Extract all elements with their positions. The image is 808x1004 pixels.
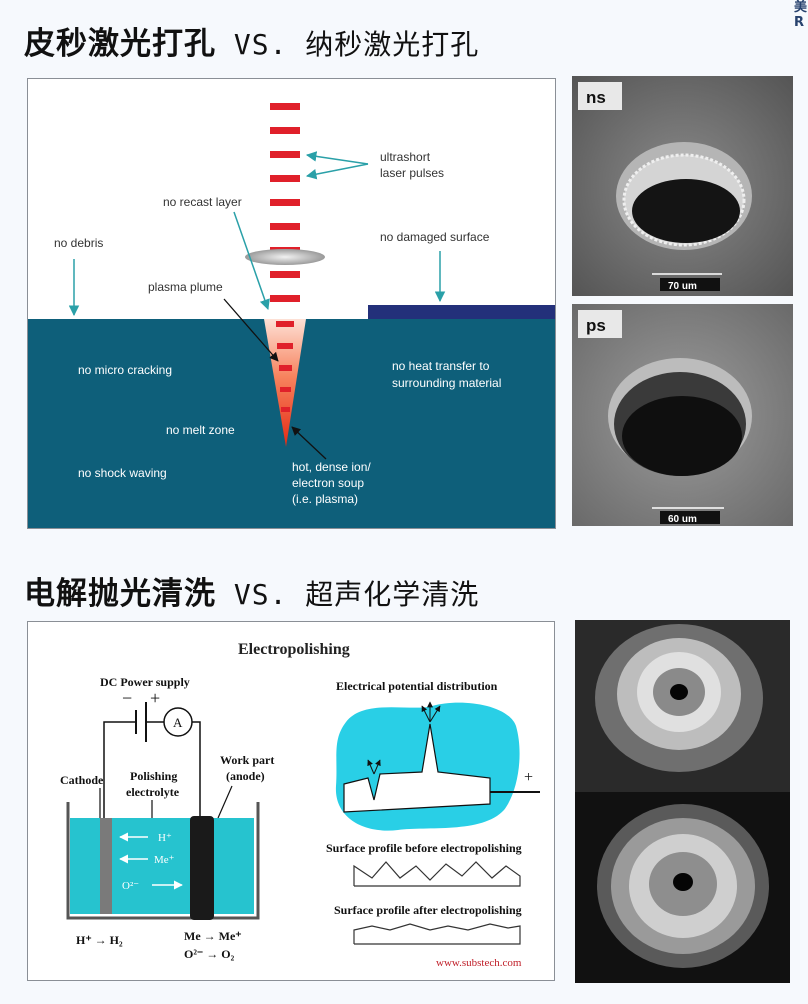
- website-credit: www.substech.com: [436, 957, 522, 969]
- damaged-surface-bar: [368, 305, 555, 319]
- corner-logo: 美 R: [794, 0, 808, 30]
- sem-image-electropolished: [575, 620, 790, 792]
- plasma-plume-shape: [264, 319, 306, 447]
- sem-ns-tag: ns: [586, 88, 606, 107]
- profile-after-label: Surface profile after electropolishing: [334, 903, 522, 917]
- equation-o: O²⁻ → O₂: [184, 947, 235, 961]
- ion-h: H⁺: [158, 832, 172, 844]
- label-no-heat-1: no heat transfer to: [392, 359, 490, 373]
- plus-sign: +: [150, 688, 160, 708]
- label-ultrashort: ultrashort: [380, 150, 431, 164]
- cathode-plate: [100, 818, 112, 914]
- lens-icon: [245, 249, 325, 265]
- dc-supply-label: DC Power supply: [100, 675, 190, 689]
- ion-o: O²⁻: [122, 880, 139, 892]
- profile-before-label: Surface profile before electropolishing: [326, 841, 522, 855]
- sem-image-ns: ns 70 um: [572, 76, 793, 296]
- polishing-label-1: Polishing: [130, 769, 177, 783]
- label-no-melt: no melt zone: [166, 423, 235, 437]
- label-no-recast: no recast layer: [163, 195, 242, 209]
- label-plasma-plume: plasma plume: [148, 280, 223, 294]
- sem-ps-scale: 60 um: [668, 514, 697, 525]
- profile-before: [353, 861, 521, 887]
- label-laser-pulses: laser pulses: [380, 166, 444, 180]
- label-no-debris: no debris: [54, 236, 103, 250]
- work-part-anode: [190, 816, 214, 920]
- heading-laser-drilling: 皮秒激光打孔 VS. 纳秒激光打孔: [24, 18, 479, 63]
- electropolishing-diagram: Electropolishing DC Power supply A − + C…: [27, 621, 555, 981]
- heading-vs: VS.: [216, 28, 306, 61]
- heading-right: 纳秒激光打孔: [305, 28, 480, 61]
- ion-me: Me⁺: [154, 854, 175, 866]
- sem-image-ps: ps 60 um: [572, 304, 793, 526]
- sem-ns-scale: 70 um: [668, 281, 697, 292]
- label-no-damaged: no damaged surface: [380, 230, 490, 244]
- heading-right: 超声化学清洗: [305, 578, 480, 611]
- work-part-label-2: (anode): [226, 769, 265, 783]
- polishing-label-2: electrolyte: [126, 785, 180, 799]
- potential-title: Electrical potential distribution: [336, 679, 498, 693]
- profile-after: [353, 923, 521, 945]
- electro-title: Electropolishing: [238, 641, 350, 658]
- cathode-label: Cathode: [60, 773, 104, 787]
- heading-left: 电解抛光清洗: [24, 576, 216, 612]
- minus-sign: −: [122, 688, 132, 708]
- equation-me: Me → Me⁺: [184, 929, 242, 943]
- label-no-micro: no micro cracking: [78, 363, 172, 377]
- label-no-shock: no shock waving: [78, 466, 167, 480]
- potential-plus: +: [524, 769, 533, 786]
- label-hot-1: hot, dense ion/: [292, 460, 371, 474]
- heading-vs: VS.: [216, 578, 306, 611]
- potential-surface: [343, 723, 491, 813]
- ultrashort-laser-diagram: ultrashort laser pulses no recast layer …: [27, 78, 556, 529]
- label-hot-3: (i.e. plasma): [292, 492, 358, 506]
- ammeter-label: A: [173, 715, 183, 730]
- sem-image-ultrasonic: [575, 792, 790, 983]
- sem-ps-tag: ps: [586, 316, 606, 335]
- equation-h: H⁺ → H₂: [76, 933, 123, 947]
- label-no-heat-2: surrounding material: [392, 376, 501, 390]
- heading-cleaning: 电解抛光清洗 VS. 超声化学清洗: [24, 568, 479, 613]
- work-part-label-1: Work part: [220, 753, 274, 767]
- label-hot-2: electron soup: [292, 476, 364, 490]
- heading-left: 皮秒激光打孔: [24, 26, 216, 62]
